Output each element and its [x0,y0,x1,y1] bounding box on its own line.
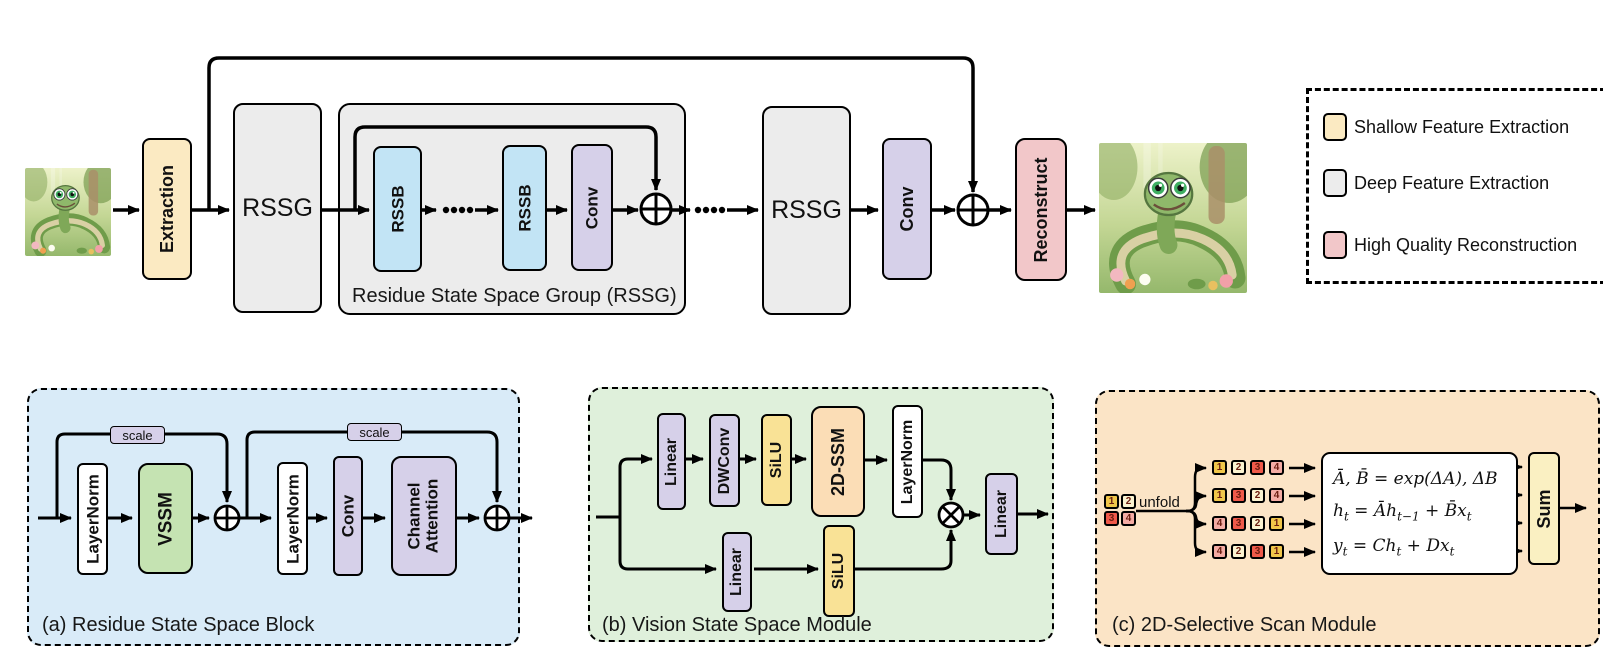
panel-b-linear-top-box: Linear [657,413,686,510]
scan-cell: 2 [1250,516,1265,531]
sum-box: Sum [1528,452,1560,565]
grid-cell: 3 [1104,511,1119,526]
scan-cell: 4 [1269,488,1284,503]
grid-cell: 1 [1104,494,1119,509]
scan-cell: 4 [1212,516,1227,531]
legend-label-deep: Deep Feature Extraction [1354,172,1550,193]
panel-a-layernorm-1-box: LayerNorm [77,463,108,575]
panel-b-silu-bottom-label: SiLU [830,552,847,590]
legend-item-reconstruction: High Quality Reconstruction [1323,231,1577,259]
panel-b-layernorm-label: LayerNorm [898,419,916,504]
equation-line-2: ht = Āht−1 + B̄xt [1333,501,1472,524]
panel-a-layernorm-1-label: LayerNorm [83,474,102,564]
legend: Shallow Feature Extraction Deep Feature … [1306,88,1603,284]
extraction-label: Extraction [157,164,177,254]
panel-a-caption: (a) Residue State Space Block [42,614,315,636]
panel-b-linear-top-label: Linear [662,437,680,486]
reconstruct-label: Reconstruct [1031,156,1051,263]
panel-c-caption: (c) 2D-Selective Scan Module [1112,614,1377,636]
scan-cell: 4 [1212,544,1227,559]
legend-swatch-deep [1323,169,1347,197]
panel-b-silu-bottom-box: SiLU [823,525,855,617]
grid-cell: 2 [1121,494,1136,509]
rssb-1-box: RSSB [373,146,422,272]
extraction-box: Extraction [142,138,192,280]
panel-b-silu-top-box: SiLU [761,414,792,506]
legend-swatch-shallow [1323,113,1347,141]
reconstruct-box: Reconstruct [1015,138,1067,281]
panel-b-linear-out-label: Linear [992,489,1010,539]
legend-label-shallow: Shallow Feature Extraction [1354,116,1570,137]
scan-cell: 3 [1250,460,1265,475]
ssm-equations-box: Ā, B̄ = exp(ΔA), ΔB ht = Āht−1 + B̄xt … [1321,452,1518,575]
scan-cell: 3 [1231,488,1246,503]
panel-b-linear-bottom-label: Linear [728,547,745,597]
panel-a-channel-attention-label: Channel Attention [404,478,442,554]
legend-swatch-reconstruction [1323,231,1347,259]
panel-b-dwconv-box: DWConv [709,414,740,507]
rssg-group-caption: Residue State Space Group (RSSG) [352,285,677,307]
panel-a-scale-2-box: scale [347,423,402,441]
output-image [1099,143,1247,293]
rssb-2-box: RSSB [502,145,547,271]
panel-a-conv-box: Conv [333,456,363,576]
panel-b-linear-out-box: Linear [985,473,1018,555]
panel-a-scale-1-label: scale [122,427,153,443]
equation-line-1: Ā, B̄ = exp(ΔA), ΔB [1333,468,1498,489]
scan-cell: 2 [1250,488,1265,503]
panel-b-2d-ssm-box: 2D-SSM [811,406,865,517]
scan-cell: 1 [1212,460,1227,475]
panel-b-caption: (b) Vision State Space Module [602,614,872,636]
conv-group-box: Conv [571,144,613,271]
rssg-1-label: RSSG [242,193,313,222]
input-image [25,168,111,256]
scan-cell: 4 [1269,460,1284,475]
unfold-label: unfold [1139,494,1180,511]
scan-cell: 1 [1212,488,1227,503]
panel-a-vssm-box: VSSM [138,463,193,574]
legend-item-deep: Deep Feature Extraction [1323,169,1549,197]
panel-b-dwconv-label: DWConv [715,427,733,494]
panel-a-layernorm-2-label: LayerNorm [283,473,302,564]
panel-b-linear-bottom-box: Linear [722,532,752,612]
rssb-2-label: RSSB [515,184,534,232]
equation-line-3: yt = Cht + Dxt [1333,536,1455,559]
legend-item-shallow: Shallow Feature Extraction [1323,113,1569,141]
scan-cell: 3 [1231,516,1246,531]
conv-group-label: Conv [582,186,602,229]
scan-cell: 2 [1231,460,1246,475]
panel-a-layernorm-2-box: LayerNorm [277,462,308,575]
panel-b-2d-ssm-label: 2D-SSM [828,427,848,496]
rssg-2-label: RSSG [771,196,842,224]
rssg-1-box: RSSG [233,103,322,313]
scan-cell: 2 [1231,544,1246,559]
grid-cell: 4 [1121,511,1136,526]
rssg-2-box: RSSG [762,106,851,315]
conv-out-label: Conv [897,186,917,232]
panel-a-vssm-label: VSSM [155,491,176,546]
conv-out-box: Conv [882,138,932,280]
panel-a-conv-label: Conv [338,494,358,538]
panel-a-scale-1-box: scale [110,426,165,444]
scan-cell: 1 [1269,516,1284,531]
sum-label: Sum [1534,488,1554,529]
panel-b-layernorm-box: LayerNorm [892,405,923,518]
legend-label-reconstruction: High Quality Reconstruction [1354,234,1578,255]
scan-cell: 3 [1250,544,1265,559]
panel-a-scale-2-label: scale [359,424,390,440]
panel-a-channel-attention-box: Channel Attention [391,456,457,576]
panel-b-silu-top-label: SiLU [767,441,785,479]
rssb-1-label: RSSB [388,185,407,233]
scan-cell: 1 [1269,544,1284,559]
